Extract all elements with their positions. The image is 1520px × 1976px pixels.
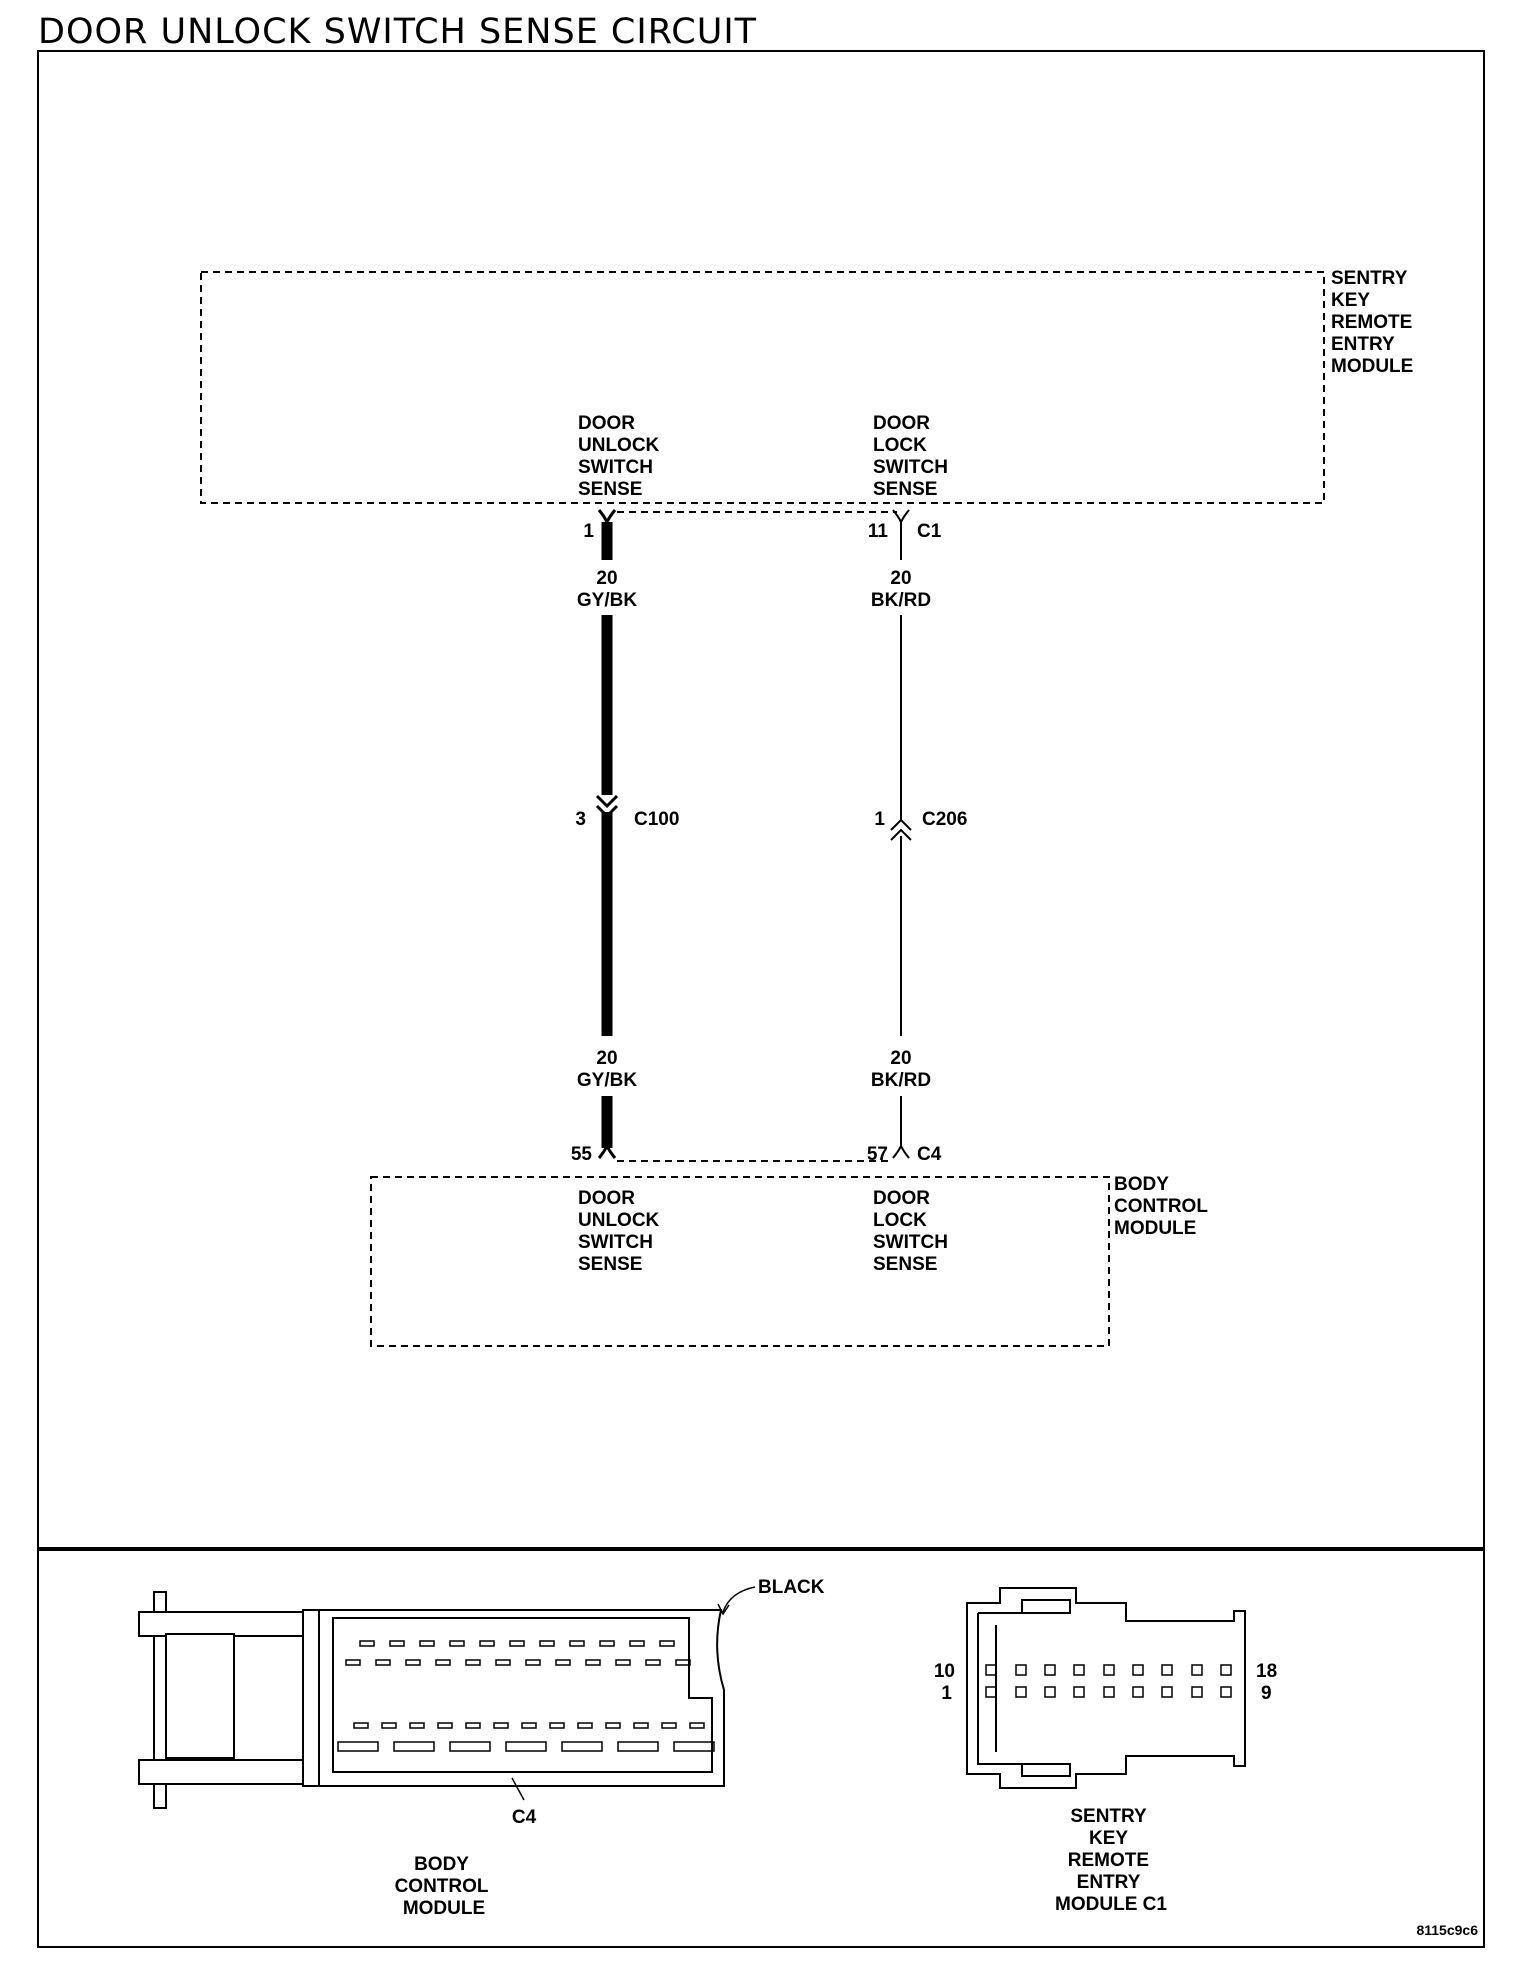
c1-pin-label-1: 1 — [941, 1683, 952, 1704]
bcm-c4-connector-view: BLACK C4 BODY CONTROL MODULE — [138, 1577, 825, 1919]
unlock-top-pin: 1 — [583, 521, 594, 542]
unlock-color-bottom: GY/BK — [577, 1070, 637, 1091]
c4-housing — [302, 1609, 725, 1787]
c4-tab-bottom — [138, 1759, 304, 1785]
black-leader-arrow — [717, 1603, 730, 1616]
bcm-module-label: BODY CONTROL MODULE — [1114, 1174, 1213, 1239]
lock-color-bottom: BK/RD — [871, 1070, 931, 1091]
unlock-color-top: GY/BK — [577, 590, 637, 611]
c4-latch — [165, 1633, 235, 1759]
lock-color-top: BK/RD — [871, 590, 931, 611]
c4-color-label: BLACK — [758, 1577, 825, 1598]
c206-pin: 1 — [874, 809, 885, 830]
lock-c4-terminal — [892, 1143, 910, 1159]
c1-pin-label-10: 10 — [934, 1661, 955, 1682]
lock-top-connector: C1 — [917, 521, 942, 542]
c4-pin-row-3 — [353, 1722, 705, 1729]
sentry-c1-caption: SENTRY KEY REMOTE ENTRY MODULE C1 — [1055, 1806, 1167, 1915]
c1-pin-label-9: 9 — [1261, 1683, 1272, 1704]
lock-gauge-bottom: 20 — [890, 1048, 911, 1069]
unlock-bottom-pin: 55 — [571, 1144, 593, 1165]
unlock-gauge-bottom: 20 — [596, 1048, 617, 1069]
c4-pin-row-1 — [359, 1640, 675, 1647]
c1-pin-label-18: 18 — [1256, 1661, 1277, 1682]
c4-pin-row-4 — [337, 1741, 715, 1752]
c4-leader-line — [511, 1777, 525, 1801]
c1-inner-frame — [977, 1599, 1071, 1777]
lock-top-pin: 11 — [868, 521, 889, 542]
bcm-module-box — [370, 1176, 1110, 1347]
sentry-module-box — [200, 271, 1325, 504]
connector-views-frame — [37, 1548, 1485, 1948]
sentry-pin-lock-label: DOOR LOCK SWITCH SENSE — [873, 413, 953, 500]
unlock-gauge-top: 20 — [596, 568, 617, 589]
unlock-c1-terminal — [597, 509, 617, 526]
lock-c1-terminal — [892, 509, 910, 525]
c4-tab-top — [138, 1611, 304, 1637]
lock-bottom-pin: 57 — [867, 1144, 888, 1165]
lock-gauge-top: 20 — [890, 568, 911, 589]
bcm-pin-unlock-label: DOOR UNLOCK SWITCH SENSE — [578, 1188, 665, 1275]
c1-housing — [966, 1587, 1246, 1789]
c206-connector-symbol — [890, 818, 912, 841]
page-title: DOOR UNLOCK SWITCH SENSE CIRCUIT — [38, 12, 758, 52]
c4-pin-face — [332, 1617, 713, 1773]
c1-pin-row-bottom — [985, 1686, 1232, 1698]
c100-label: C100 — [634, 809, 679, 830]
sentry-c1-connector-view: 10 1 18 9 SENTRY KEY REMOTE ENTRY MODULE… — [934, 1587, 1277, 1915]
black-leader-line — [722, 1586, 756, 1613]
figure-id: 8115c9c6 — [1416, 1922, 1478, 1938]
lock-bottom-connector: C4 — [917, 1144, 942, 1165]
sentry-module-label: SENTRY KEY REMOTE ENTRY MODULE — [1331, 268, 1418, 377]
c4-pin-row-2 — [345, 1659, 691, 1666]
bcm-pin-lock-label: DOOR LOCK SWITCH SENSE — [873, 1188, 953, 1275]
c1-pin-row-top — [985, 1664, 1232, 1676]
sentry-pin-unlock-label: DOOR UNLOCK SWITCH SENSE — [578, 413, 665, 500]
schematic-frame — [37, 50, 1485, 1550]
unlock-c4-terminal — [597, 1142, 617, 1159]
bcm-c4-caption: BODY CONTROL MODULE — [395, 1854, 494, 1919]
c4-connector-label: C4 — [512, 1807, 537, 1828]
c100-pin: 3 — [575, 809, 586, 830]
c206-label: C206 — [922, 809, 967, 830]
